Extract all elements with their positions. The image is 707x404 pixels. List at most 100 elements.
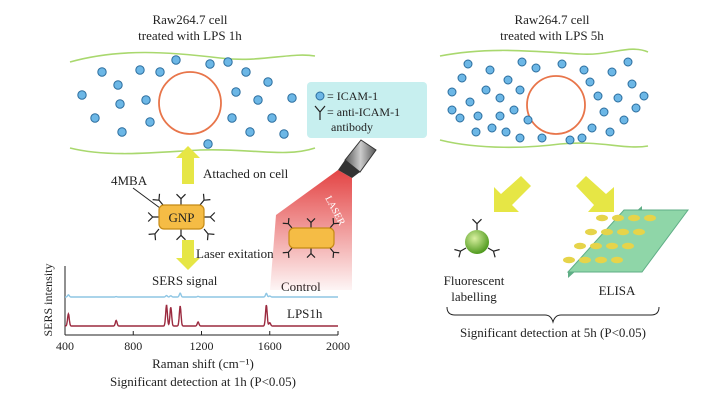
icam-dot [90,113,100,123]
antibody-icon [472,218,482,230]
elisa-well [606,242,618,250]
icam-dot [245,127,255,137]
antibody-icon [306,248,316,259]
icam-dot [171,55,181,65]
icam-dot [287,93,297,103]
icam-dot [587,123,597,133]
elisa-well [622,242,634,250]
icam-dot [145,117,155,127]
icam-dot [599,107,609,117]
icam-dot [631,103,641,113]
legend-antibody-line2: antibody [331,120,373,134]
elisa-well [595,256,607,264]
antibody-icon [199,193,211,206]
fluorescent-line2: labelling [451,289,497,304]
fluorescent-probe [454,218,500,258]
reporter-pointer-line [132,187,161,209]
up-arrow-attached [176,146,200,184]
icam-dot [623,57,633,67]
icam-dot [515,85,525,95]
elisa-well [585,228,597,236]
x-tick-label: 400 [56,339,74,353]
elisa-well [617,228,629,236]
icam-dot [509,105,519,115]
arrow-to-fluorescent [494,176,531,212]
icam-dot [485,65,495,75]
icam-dot [503,75,513,85]
legend-icam-label: = ICAM-1 [327,89,378,103]
elisa-well [628,214,640,222]
right-title-line2: treated with LPS 5h [500,28,604,43]
icam-dot [495,93,505,103]
antibody-icon [147,212,159,222]
icam-dot [205,59,215,69]
left-title-line2: treated with LPS 1h [138,28,242,43]
laser-target-gnp [282,217,340,259]
icam-dot [267,113,277,123]
icam-dot [447,105,457,115]
icam-dot [155,67,165,77]
antibody-icon [176,229,186,241]
icam-dot [473,111,483,121]
left-cell-top-membrane [69,51,316,63]
antibody-icon [487,247,500,258]
fluorescent-sphere [465,230,489,254]
left-cell [69,51,316,155]
icam-dot [113,80,123,90]
x-tick-label: 1600 [258,339,282,353]
elisa-well [611,256,623,264]
legend-icam-dot [315,91,325,101]
gnp-antibodies [147,193,216,241]
icam-dot [253,95,263,105]
right-brace [446,306,660,324]
elisa-well [596,214,608,222]
icam-dot [141,95,151,105]
icam-dot [577,133,587,143]
right-cell-top-membrane [439,48,649,57]
icam-dot [117,127,127,137]
icam-dot [613,93,623,103]
icam-dot [515,133,525,143]
chart-x-label: Raman shift (cm⁻¹) [152,356,254,371]
icam-dot [619,115,629,125]
icam-dot [495,111,505,121]
elisa-label: ELISA [599,283,636,298]
icam-dot [463,59,473,69]
elisa-well [612,214,624,222]
icam-dot [115,99,125,109]
elisa-wells [563,214,656,264]
icam-dot [501,127,511,137]
attached-label: Attached on cell [203,166,289,181]
right-cell-bottom-membrane [439,139,649,149]
legend-antibody-line1: = anti-ICAM-1 [327,105,400,119]
icam-dot [279,129,289,139]
right-conclusion: Significant detection at 5h (P<0.05) [460,325,646,340]
chart-caption: Significant detection at 1h (P<0.05) [110,374,296,389]
laser-exitation-label: Laser exitation [196,246,274,261]
icam-dot [227,113,237,123]
antibody-icon [329,218,340,229]
right-icam-dots [447,57,649,145]
fluorescent-line1: Fluorescent [444,273,505,288]
elisa-well [574,242,586,250]
legend-box: = ICAM-1 = anti-ICAM-1 antibody [307,82,427,138]
series-line-control [65,292,338,298]
icam-dot [77,90,87,100]
icam-dot [537,133,547,143]
legend-antibody-icon [314,105,326,120]
elisa-well [601,228,613,236]
fluor-antibodies [454,218,500,258]
antibody-icon [148,228,160,241]
target-antibodies [282,217,340,259]
icam-dot [223,57,233,67]
antibody-icon [203,228,215,241]
icam-dot [579,65,589,75]
x-tick-label: 1200 [190,339,214,353]
laser-device: LASER [270,139,377,290]
icam-dot [263,77,273,87]
icam-dot [457,73,467,83]
antibody-icon [152,193,164,206]
icam-dot [607,67,617,77]
